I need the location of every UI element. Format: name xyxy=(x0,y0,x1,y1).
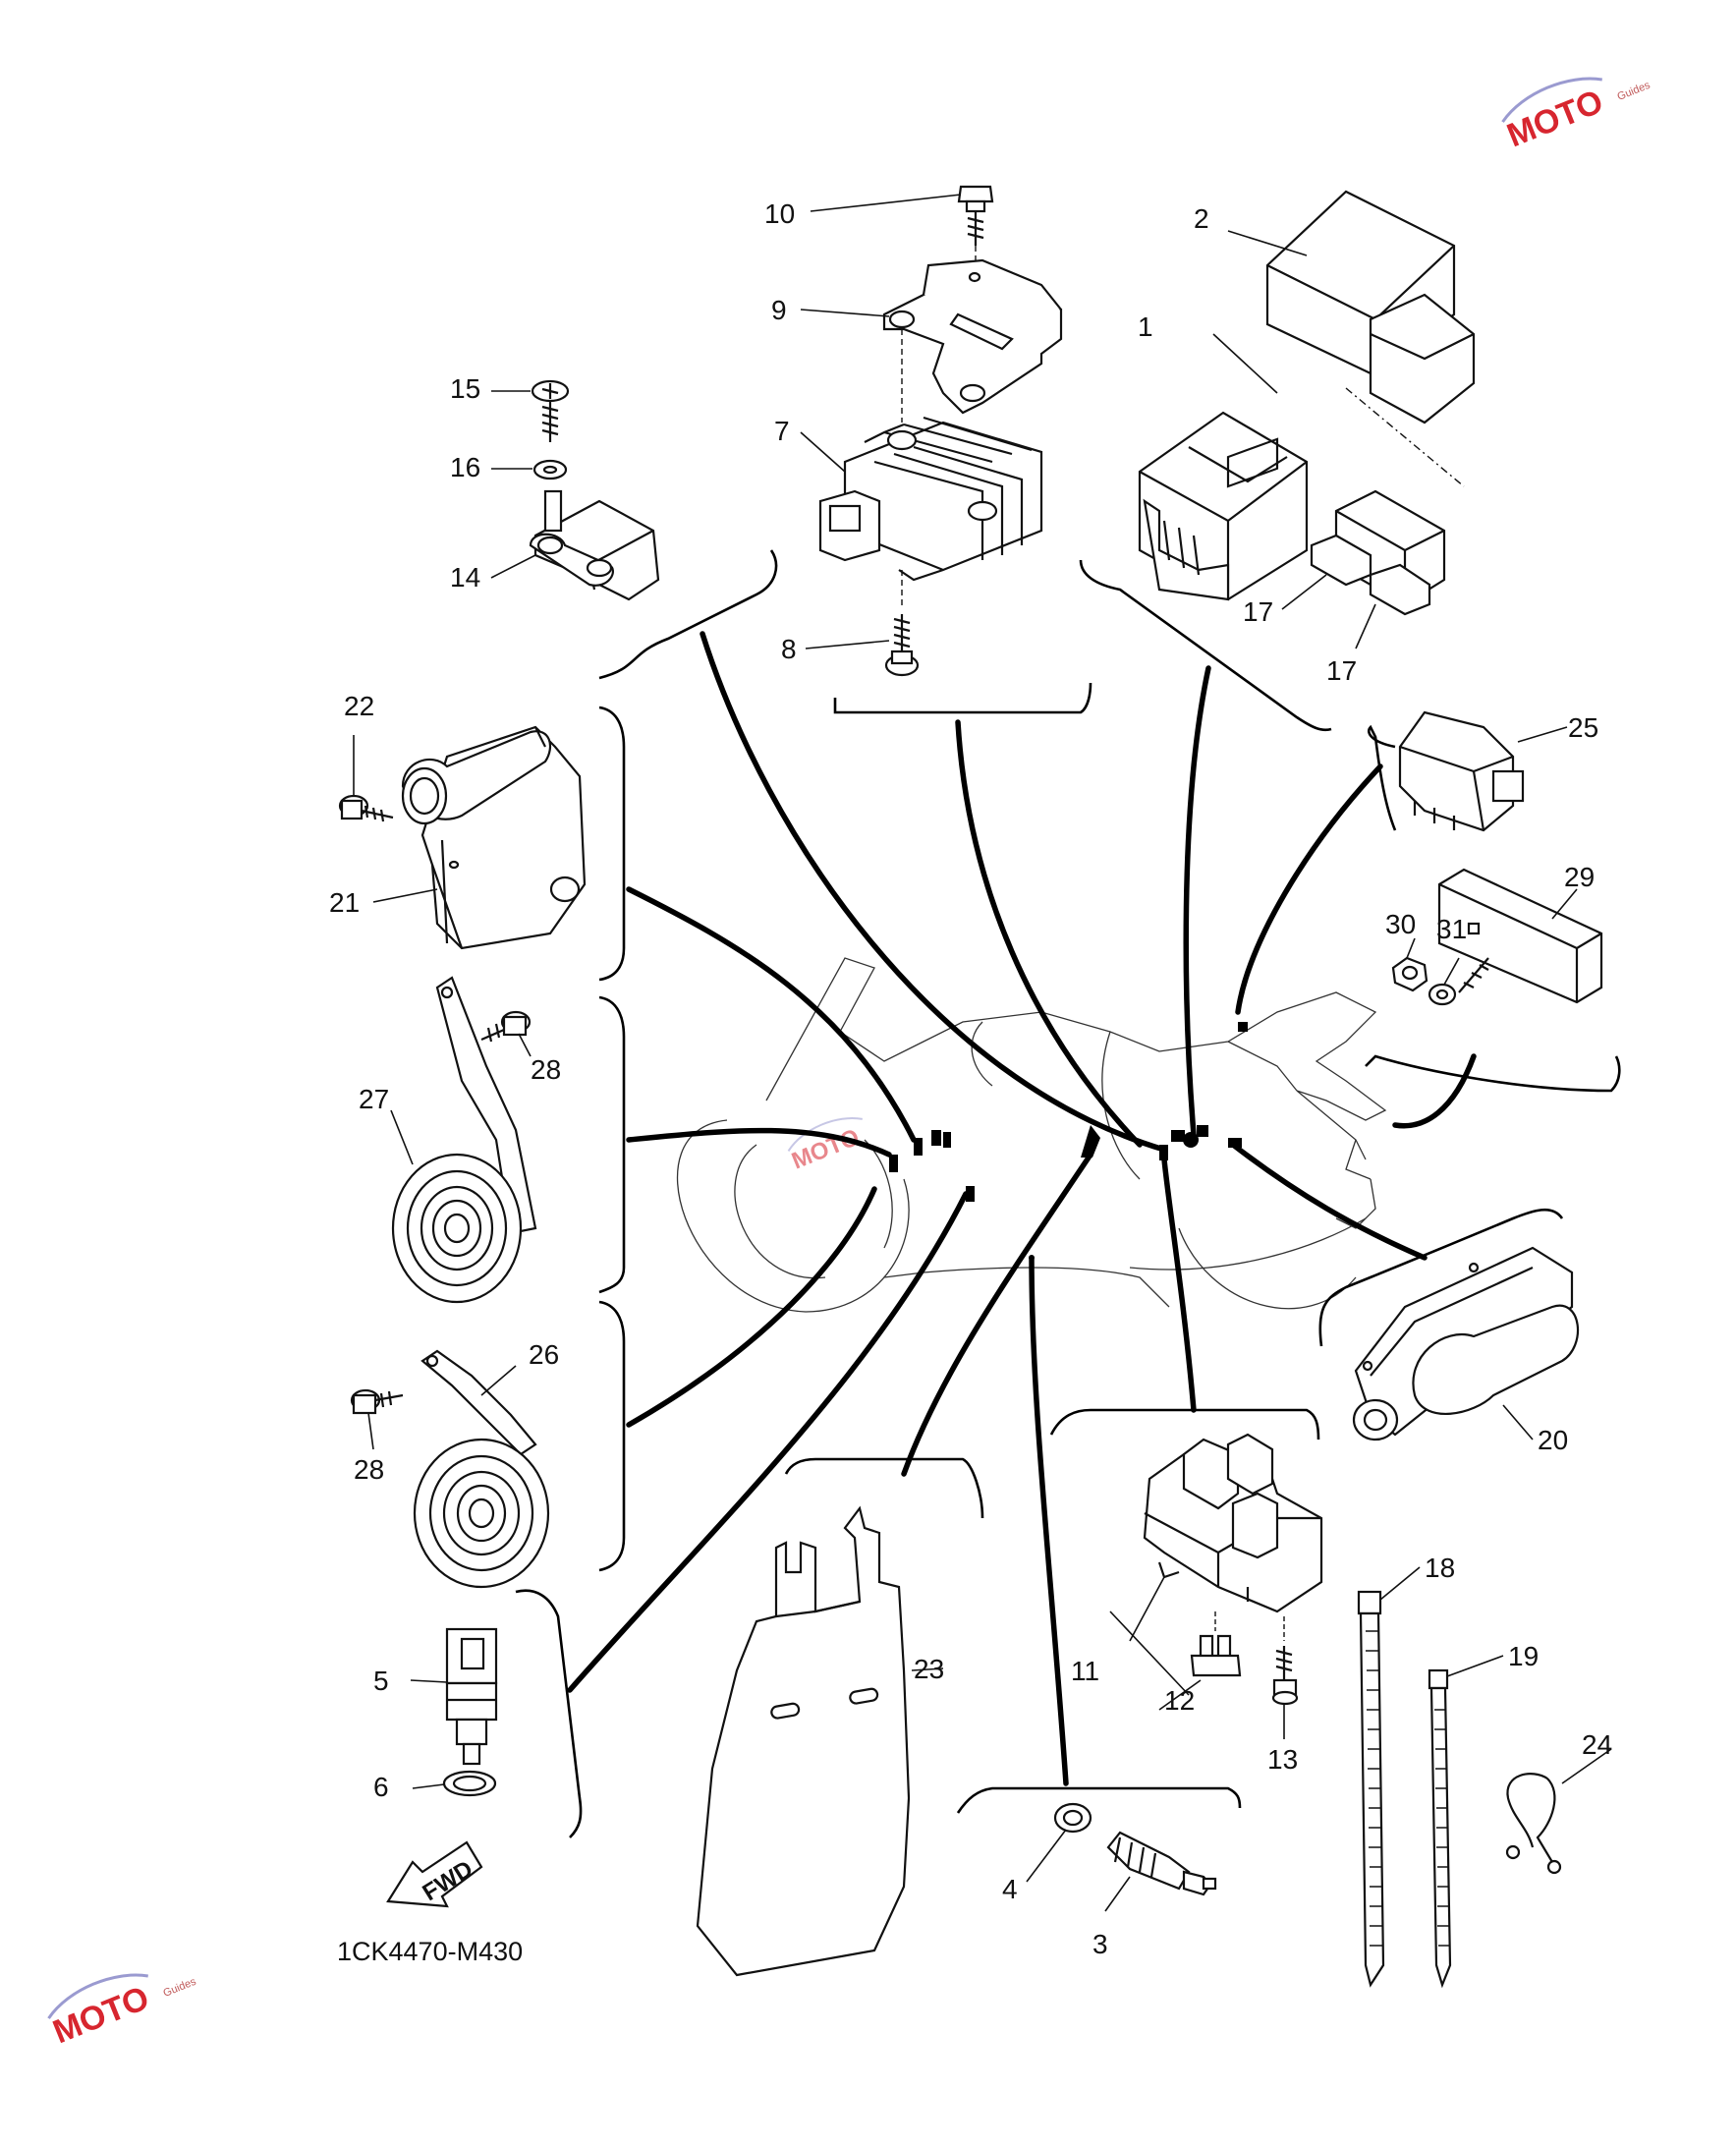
part-30-nut xyxy=(1391,956,1428,992)
callout-8: 8 xyxy=(781,634,797,664)
part-16-washer xyxy=(532,459,568,480)
watermark-brand-text: MOTO xyxy=(1502,83,1608,154)
watermark-tagline-text: Guides xyxy=(1616,79,1652,102)
part-3-neutral-switch xyxy=(1106,1831,1217,1896)
callout-labels: 10 9 7 8 2 1 17 17 15 16 14 22 21 28 27 … xyxy=(329,198,1612,1959)
part-12-fuse xyxy=(1190,1611,1242,1677)
part-14-switch xyxy=(529,489,660,601)
part-19-cable-tie xyxy=(1428,1668,1452,1989)
callout-9: 9 xyxy=(771,295,787,325)
watermark-top-right: MOTO Guides xyxy=(1501,77,1652,154)
part-22-bolt xyxy=(338,794,394,822)
part-10-bolt xyxy=(957,185,994,280)
callout-6: 6 xyxy=(373,1772,389,1802)
part-1-control-unit xyxy=(1138,411,1309,601)
part-18-cable-tie xyxy=(1357,1590,1385,1988)
part-13-bolt xyxy=(1271,1616,1299,1706)
callout-4: 4 xyxy=(1002,1874,1018,1904)
part-21-flasher-housing xyxy=(401,725,587,950)
part-2-relay-box xyxy=(1265,190,1476,487)
callout-23: 23 xyxy=(914,1654,944,1684)
callout-2: 2 xyxy=(1194,203,1209,234)
callout-1: 1 xyxy=(1138,311,1153,342)
watermark-brand-text: MOTO xyxy=(48,1979,154,2051)
part-7-regulator-rectifier xyxy=(818,416,1043,609)
leader-lines xyxy=(353,194,1612,1912)
connector-lines xyxy=(567,631,1477,1786)
part-29-reflector xyxy=(1437,868,1603,1004)
callout-15: 15 xyxy=(450,373,480,404)
watermark-tagline-text: Guides xyxy=(162,1975,198,1999)
part-11-starter-relay xyxy=(1143,1433,1323,1613)
callout-21: 21 xyxy=(329,887,360,918)
callout-20: 20 xyxy=(1538,1425,1568,1455)
callout-29: 29 xyxy=(1564,862,1595,892)
callout-14: 14 xyxy=(450,562,480,593)
part-28-bolt-lower xyxy=(350,1388,404,1415)
callout-19: 19 xyxy=(1508,1641,1539,1671)
callout-11: 11 xyxy=(1071,1656,1099,1686)
callout-13: 13 xyxy=(1267,1744,1298,1775)
callout-17-lower: 17 xyxy=(1326,655,1357,686)
callout-10: 10 xyxy=(764,198,795,229)
callout-16: 16 xyxy=(450,452,480,482)
motorcycle-frame-outline xyxy=(676,957,1387,1313)
callout-26: 26 xyxy=(529,1339,559,1370)
part-8-bolt xyxy=(884,614,920,677)
part-23-cover-plate xyxy=(696,1505,911,1977)
callout-7: 7 xyxy=(774,416,790,446)
part-4-washer xyxy=(1053,1802,1092,1834)
part-26-horn xyxy=(413,1349,550,1589)
callout-24: 24 xyxy=(1582,1729,1612,1760)
part-25-flasher-relay xyxy=(1398,710,1525,832)
part-31-washer xyxy=(1428,957,1489,1006)
part-5-thermo-sensor xyxy=(445,1627,498,1766)
part-9-mounting-bracket xyxy=(882,258,1063,423)
callout-30: 30 xyxy=(1385,909,1416,939)
callout-18: 18 xyxy=(1425,1553,1455,1583)
watermark-bottom-left: MOTO Guides xyxy=(47,1973,198,2051)
callout-22: 22 xyxy=(344,691,374,721)
callout-3: 3 xyxy=(1092,1929,1108,1959)
group-brackets xyxy=(515,549,1621,1838)
callout-28-lower: 28 xyxy=(354,1454,384,1485)
callout-28-upper: 28 xyxy=(531,1054,561,1085)
forward-arrow: FWD xyxy=(386,1840,483,1908)
part-20-heat-sink-unit xyxy=(1352,1246,1580,1441)
part-17-coupler xyxy=(1310,489,1446,616)
diagram-part-number: 1CK4470-M430 xyxy=(337,1937,523,1966)
callout-27: 27 xyxy=(359,1084,389,1114)
callout-25: 25 xyxy=(1568,712,1598,743)
part-24-clamp xyxy=(1505,1773,1562,1875)
callout-12: 12 xyxy=(1164,1685,1195,1716)
callout-31: 31 xyxy=(1436,914,1467,944)
part-6-gasket xyxy=(442,1770,497,1797)
part-28-bolt-upper xyxy=(480,1010,532,1043)
callout-5: 5 xyxy=(373,1666,389,1696)
part-15-screw xyxy=(531,379,570,442)
callout-17-upper: 17 xyxy=(1243,596,1273,627)
part-27-horn xyxy=(391,976,537,1304)
